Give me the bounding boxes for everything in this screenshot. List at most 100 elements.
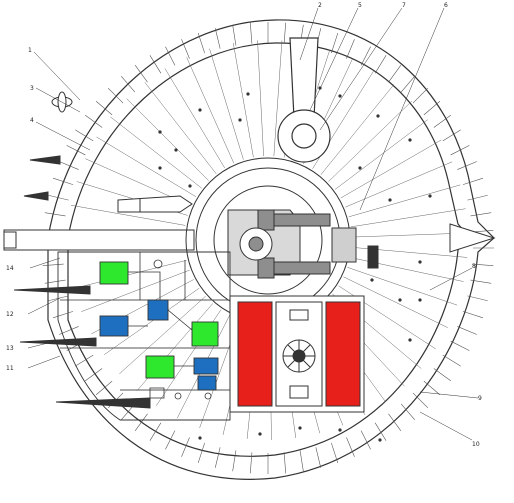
armor-tick xyxy=(232,450,237,472)
rivet xyxy=(418,298,422,302)
periscope-ring xyxy=(277,37,331,163)
deck-line xyxy=(233,42,254,158)
rivet xyxy=(174,148,178,152)
rivet xyxy=(376,114,380,118)
armor-tick xyxy=(165,430,176,450)
green-module-3 xyxy=(145,355,175,379)
deck-line xyxy=(350,208,466,228)
deck-line xyxy=(119,296,206,375)
rivet xyxy=(418,260,422,264)
armor-tick xyxy=(149,422,162,441)
armor-tick xyxy=(214,447,221,468)
armor-tick xyxy=(412,392,429,409)
armor-tick xyxy=(95,100,113,116)
armor-tick xyxy=(66,145,86,156)
armor-tick xyxy=(360,430,371,450)
external-spikes xyxy=(13,155,151,409)
deck-line xyxy=(209,48,244,160)
rivet xyxy=(198,108,202,112)
armor-tick xyxy=(84,368,103,382)
rivet xyxy=(258,432,262,436)
rivet xyxy=(158,130,162,134)
armor-tick xyxy=(75,354,94,367)
callout-6: 6 xyxy=(444,2,448,9)
armor-tick xyxy=(48,194,69,201)
callout-8: 8 xyxy=(472,263,476,270)
capsule-left xyxy=(117,195,193,213)
armor-tick xyxy=(48,295,69,302)
armor-tick xyxy=(462,177,484,185)
callout-13: 13 xyxy=(6,345,14,352)
deck-line xyxy=(273,40,283,157)
armor-tick xyxy=(59,161,79,170)
deck-line xyxy=(320,84,395,175)
machinery-compartment xyxy=(57,251,231,421)
armor-tick xyxy=(346,39,355,59)
rivet xyxy=(188,184,192,188)
engine-gauge-bottom xyxy=(289,385,309,399)
callout-12: 12 xyxy=(6,311,14,318)
blue-module-1 xyxy=(99,315,129,337)
armor-tick xyxy=(433,368,452,382)
armor-tick xyxy=(283,22,287,44)
armor-tick xyxy=(467,194,488,201)
deck-line xyxy=(328,100,413,182)
rivet xyxy=(408,338,412,342)
armor-tick xyxy=(400,75,416,93)
deck-line xyxy=(110,116,202,189)
callout-leaders xyxy=(27,7,479,441)
armor-tick xyxy=(249,22,253,44)
deck-line xyxy=(73,260,187,289)
deck-line xyxy=(340,139,442,199)
deck-line xyxy=(81,269,190,312)
armor-tick xyxy=(75,129,94,142)
periscope-ring-inner xyxy=(291,123,317,149)
armor-tick xyxy=(181,437,190,457)
rivet xyxy=(428,194,432,198)
armor-tick xyxy=(52,311,74,319)
armor-tick xyxy=(470,212,492,217)
deck-line xyxy=(126,98,209,181)
deck-rivets xyxy=(158,86,432,442)
armor-tick xyxy=(346,437,355,457)
armor-tick xyxy=(214,28,221,49)
deck-line xyxy=(347,267,458,306)
rivet xyxy=(408,138,412,142)
armor-tick xyxy=(423,100,441,116)
rivet xyxy=(398,298,402,302)
armor-tick xyxy=(331,32,339,54)
rivet xyxy=(238,118,242,122)
armor-tick xyxy=(400,403,416,421)
armor-tick xyxy=(450,340,470,351)
engine-gauge-top xyxy=(289,309,309,321)
rivet xyxy=(158,166,162,170)
armor-tick xyxy=(197,32,205,54)
red-module-right xyxy=(325,301,361,407)
armor-tick xyxy=(457,161,477,170)
callout-10: 10 xyxy=(472,441,480,448)
green-module-2 xyxy=(191,321,219,347)
deck-line xyxy=(164,68,225,169)
armor-tick xyxy=(95,380,113,396)
engine-room xyxy=(229,295,365,413)
gun-turret xyxy=(227,209,379,279)
left-boom-end xyxy=(3,231,17,249)
callout-4: 4 xyxy=(30,117,34,124)
blue-module-4 xyxy=(197,375,217,391)
armor-tick xyxy=(84,114,103,128)
armor-tick xyxy=(442,129,461,142)
armor-tick xyxy=(197,442,205,464)
armor-tick xyxy=(412,87,429,104)
turret-muzzle-block xyxy=(331,227,357,263)
compartment-wall xyxy=(57,251,231,421)
armor-tick xyxy=(232,24,237,46)
deck-line xyxy=(345,161,453,208)
armor-tick xyxy=(374,422,387,441)
turret-side-clip xyxy=(367,245,379,269)
deck-line xyxy=(351,232,468,238)
armor-tick xyxy=(472,263,494,267)
deck-line xyxy=(350,257,464,282)
armor-tick xyxy=(388,64,402,83)
armor-tick xyxy=(360,46,371,66)
